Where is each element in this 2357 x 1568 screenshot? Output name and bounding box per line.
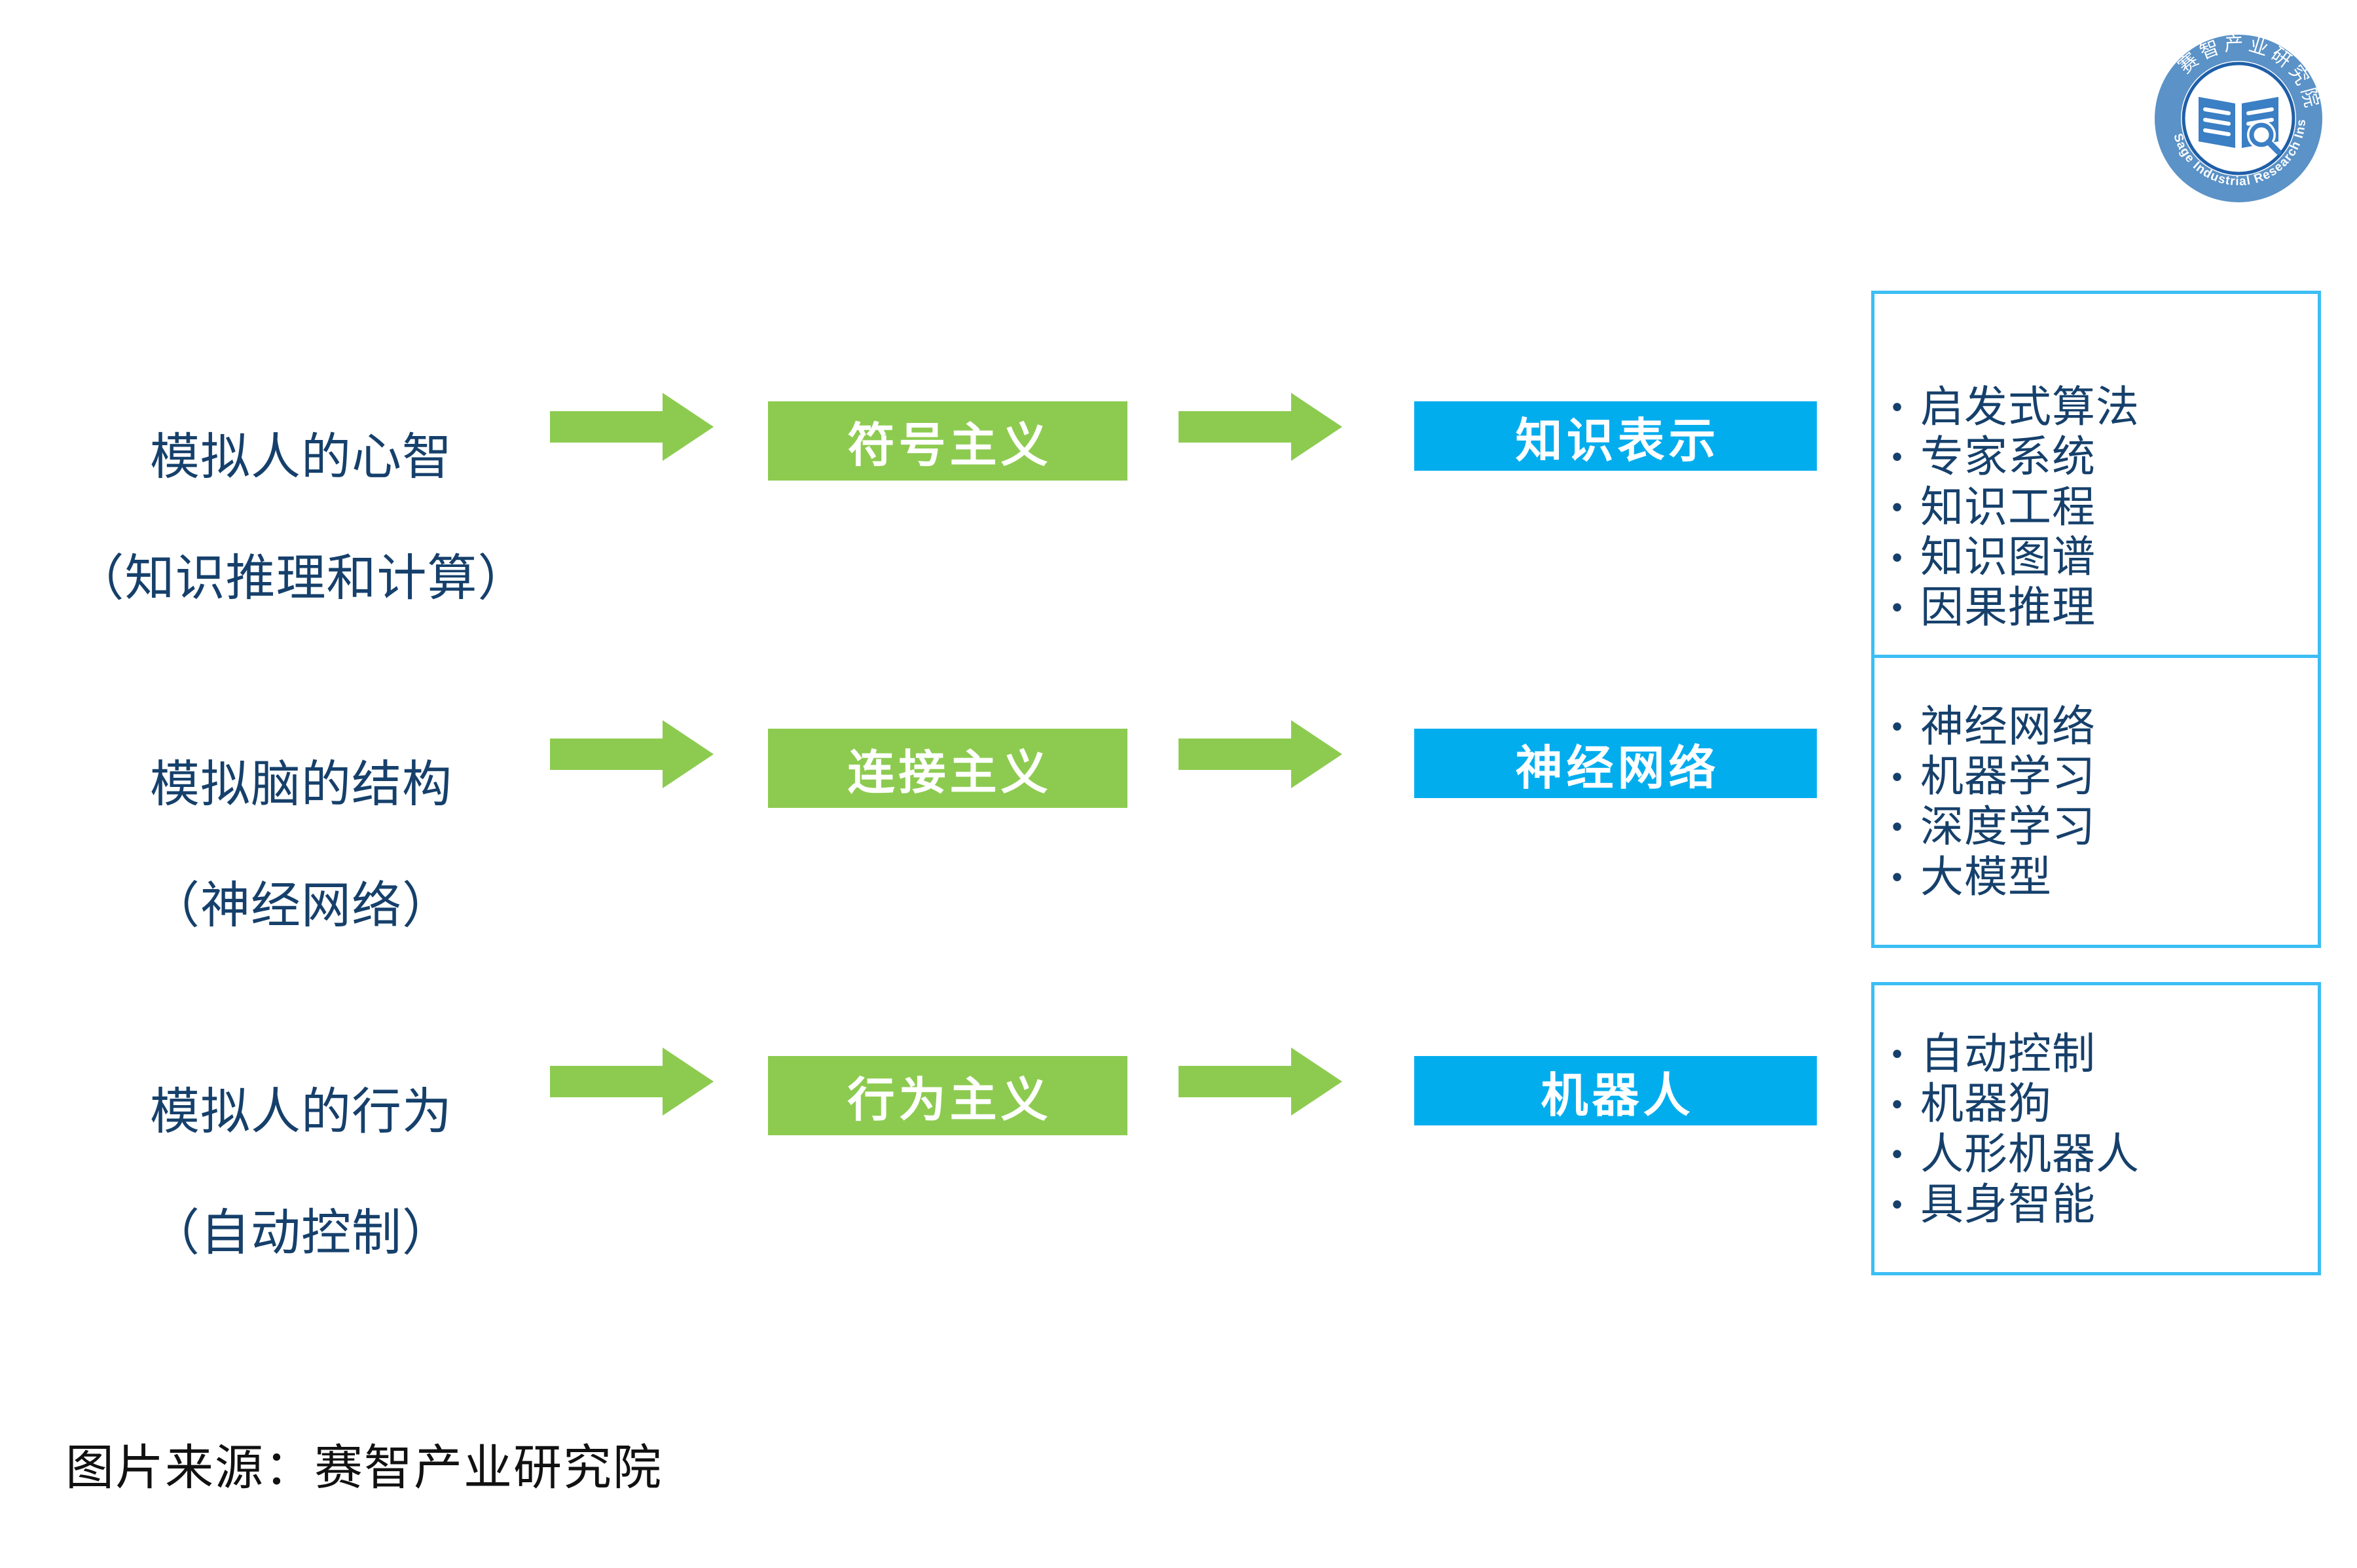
bullet-dot-icon: • — [1891, 859, 1903, 894]
approach-chip-1[interactable]: 符号主义 — [768, 401, 1127, 481]
bullet-dot-icon: • — [1891, 1036, 1903, 1071]
right-arrow-icon — [550, 719, 714, 790]
list-item-label: 启发式算法 — [1920, 382, 2140, 431]
bullet-dot-icon: • — [1891, 389, 1903, 424]
list-item: • 机器狗 — [1874, 1078, 2318, 1129]
stage-label-2-line1: 模拟脑的结构 — [150, 756, 452, 812]
list-item-label: 专家系统 — [1920, 432, 2096, 481]
list-item: • 知识图谱 — [1874, 532, 2318, 582]
list-item-label: 深度学习 — [1920, 802, 2096, 850]
stage-label-3-line2: （自动控制） — [150, 1205, 452, 1262]
logo-badge: 赛智产业研究院 Sage Industrial Research Institu… — [2153, 33, 2324, 204]
stage-label-1-line2: （知识推理和计算） — [74, 551, 528, 607]
bullet-list-1: • 启发式算法 • 专家系统 • 知识工程 • 知识图谱 • 因果推理 — [1874, 303, 2318, 710]
list-item: • 人形机器人 — [1874, 1129, 2318, 1179]
list-item: • 大模型 — [1874, 852, 2318, 902]
list-item: • 机器学习 — [1874, 751, 2318, 801]
stage-label-1: 模拟人的心智 （知识推理和计算） — [65, 367, 537, 670]
right-arrow-icon — [1178, 1046, 1342, 1117]
list-item-label: 神经网络 — [1920, 701, 2096, 750]
bullet-dot-icon: • — [1891, 590, 1903, 625]
list-item-label: 具身智能 — [1920, 1179, 2096, 1228]
approach-chip-2[interactable]: 连接主义 — [768, 729, 1127, 808]
outcome-chip-2[interactable]: 神经网络 — [1414, 729, 1817, 798]
right-arrow-icon — [1178, 719, 1342, 790]
list-item-label: 知识工程 — [1920, 482, 2096, 531]
flow-row-1: 模拟人的心智 （知识推理和计算） 符号主义 知识表示 — [0, 367, 1833, 606]
outcome-chip-1[interactable]: 知识表示 — [1414, 401, 1817, 471]
list-item-label: 机器狗 — [1920, 1079, 2052, 1128]
bullet-dot-icon: • — [1891, 439, 1903, 474]
bullet-list-3: • 自动控制 • 机器狗 • 人形机器人 • 具身智能 — [1874, 994, 2318, 1263]
source-caption: 图片来源：赛智产业研究院 — [65, 1440, 663, 1495]
bullet-dot-icon: • — [1891, 489, 1903, 524]
list-item-label: 自动控制 — [1920, 1029, 2096, 1078]
outcome-panel-3: • 自动控制 • 机器狗 • 人形机器人 • 具身智能 — [1871, 982, 2321, 1275]
right-arrow-icon — [1178, 392, 1342, 462]
stage-label-3-line1: 模拟人的行为 — [150, 1084, 452, 1140]
stage-label-2: 模拟脑的结构 （神经网络） — [65, 694, 537, 998]
list-item: • 深度学习 — [1874, 801, 2318, 852]
bullet-dot-icon: • — [1891, 1186, 1903, 1221]
list-item: • 神经网络 — [1874, 701, 2318, 752]
stage-label-1-line1: 模拟人的心智 — [150, 429, 452, 485]
list-item-label: 人形机器人 — [1920, 1129, 2140, 1178]
bullet-dot-icon: • — [1891, 539, 1903, 574]
list-item: • 因果推理 — [1874, 582, 2318, 632]
flow-row-3: 模拟人的行为 （自动控制） 行为主义 机器人 — [0, 1021, 1833, 1261]
list-item: • 知识工程 — [1874, 482, 2318, 532]
list-item: • 自动控制 — [1874, 1029, 2318, 1079]
bullet-dot-icon: • — [1891, 759, 1903, 793]
bullet-list-2: • 神经网络 • 机器学习 • 深度学习 • 大模型 — [1874, 667, 2318, 936]
bullet-dot-icon: • — [1891, 1086, 1903, 1121]
bullet-dot-icon: • — [1891, 809, 1903, 844]
list-item-label: 知识图谱 — [1920, 532, 2096, 581]
outcome-panel-2: • 神经网络 • 机器学习 • 深度学习 • 大模型 — [1871, 655, 2321, 948]
bullet-dot-icon: • — [1891, 709, 1903, 744]
list-item: • 具身智能 — [1874, 1179, 2318, 1230]
list-item: • 启发式算法 — [1874, 382, 2318, 432]
list-item: • 专家系统 — [1874, 431, 2318, 482]
list-item-label: 大模型 — [1920, 852, 2052, 901]
flow-row-2: 模拟脑的结构 （神经网络） 连接主义 神经网络 — [0, 694, 1833, 934]
outcome-chip-3[interactable]: 机器人 — [1414, 1056, 1817, 1125]
list-item-label: 机器学习 — [1920, 752, 2096, 801]
right-arrow-icon — [550, 1046, 714, 1117]
approach-chip-3[interactable]: 行为主义 — [768, 1056, 1127, 1135]
stage-label-2-line2: （神经网络） — [150, 878, 452, 934]
right-arrow-icon — [550, 392, 714, 462]
bullet-dot-icon: • — [1891, 1137, 1903, 1171]
list-item-label: 因果推理 — [1920, 582, 2096, 631]
stage-label-3: 模拟人的行为 （自动控制） — [65, 1021, 537, 1325]
outcome-panel-1: • 启发式算法 • 专家系统 • 知识工程 • 知识图谱 • 因果推理 — [1871, 291, 2321, 723]
